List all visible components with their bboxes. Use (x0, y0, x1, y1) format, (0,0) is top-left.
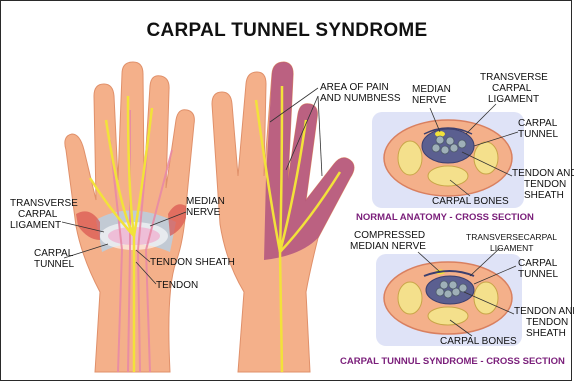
left-hand-illustration (65, 62, 195, 372)
median-nerve-label-left: MEDIAN NERVE (186, 196, 225, 218)
transverse-carpal-ligament-label-bottom: TRANSVERSECARPAL LIGAMENT (466, 232, 557, 254)
normal-anatomy-caption: NORMAL ANATOMY - CROSS SECTION (356, 212, 534, 223)
area-of-pain-label: AREA OF PAIN AND NUMBNESS (320, 82, 401, 104)
middle-hand-illustration (212, 62, 354, 372)
tendon-sheath-label: TENDON SHEATH (150, 257, 235, 268)
syndrome-cross-section (376, 254, 522, 346)
compressed-median-nerve-label: COMPRESSED MEDIAN NERVE (350, 230, 426, 252)
carpal-tunnel-label-top: CARPAL TUNNEL (518, 118, 558, 140)
transverse-carpal-ligament-label-top: TRANSVERSE CARPAL LIGAMENT (480, 72, 548, 105)
tendon-and-sheath-label-top: TENDON AND TENDON SHEATH (512, 168, 574, 201)
carpal-bones-label-top: CARPAL BONES (432, 196, 509, 207)
carpal-tunnel-syndrome-caption: CARPAL TUNNUL SYNDROME - CROSS SECTION (340, 356, 565, 367)
normal-cross-section (372, 112, 524, 208)
median-nerve-label-top: MEDIAN NERVE (412, 84, 451, 106)
transverse-carpal-ligament-label: TRANSVERSE CARPAL LIGAMENT (10, 198, 78, 231)
carpal-bones-label-bottom: CARPAL BONES (440, 336, 517, 347)
tendon-label: TENDON (156, 280, 198, 291)
carpal-tunnel-label-bottom: CARPAL TUNNEL (518, 258, 558, 280)
tendon-and-sheath-label-bottom: TENDON AND TENDON SHEATH (514, 306, 574, 339)
carpal-tunnel-label-left: CARPAL TUNNEL (34, 248, 74, 270)
